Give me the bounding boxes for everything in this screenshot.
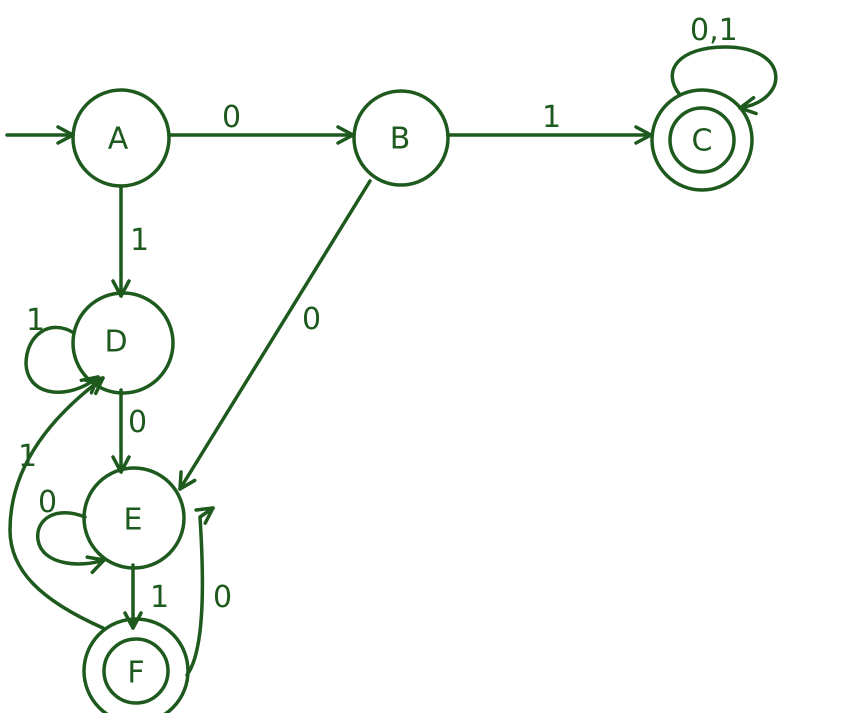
- state-e: E: [82, 466, 186, 570]
- state-b: B: [352, 89, 450, 187]
- edge-f-e-label: 0: [213, 580, 232, 615]
- state-d: D: [71, 291, 175, 395]
- state-d-label: D: [104, 325, 127, 360]
- state-c-label: C: [692, 124, 713, 159]
- edge-e-e-loop: [36, 511, 106, 575]
- edge-f-d: [8, 376, 105, 630]
- edge-f-e: [185, 506, 215, 677]
- edge-b-c-label: 1: [542, 100, 561, 135]
- edge-c-c-loop: [670, 45, 778, 116]
- edge-a-d-label: 1: [130, 223, 149, 258]
- state-f: F: [82, 617, 190, 713]
- edge-c-c-label: 0,1: [690, 13, 738, 48]
- edge-b-e: [178, 179, 372, 491]
- state-c: C: [650, 88, 754, 192]
- edge-e-f-label: 1: [150, 580, 169, 615]
- edge-a-b-label: 0: [222, 100, 241, 135]
- state-e-label: E: [124, 503, 143, 538]
- state-b-label: B: [390, 122, 411, 157]
- edge-f-d-label: 1: [18, 439, 37, 474]
- state-a-label: A: [108, 122, 129, 157]
- state-f-label: F: [127, 656, 144, 691]
- edge-d-d-loop: [24, 325, 100, 395]
- state-a: A: [71, 88, 171, 188]
- edge-e-e-label: 0: [38, 485, 57, 520]
- edge-d-e-label: 0: [128, 405, 147, 440]
- edge-d-d-label: 1: [26, 303, 45, 338]
- edge-b-e-label: 0: [302, 302, 321, 337]
